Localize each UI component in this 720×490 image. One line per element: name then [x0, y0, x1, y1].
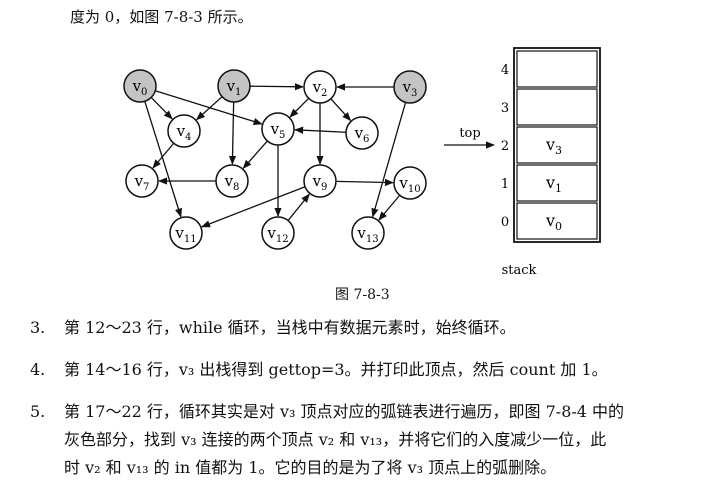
- node-circle: [217, 69, 251, 103]
- graph-nodes: v0 v1 v2 v3 v4 v5 v6 v7 v8 v9 v10 v11 v12 v13: [123, 69, 427, 250]
- item-number: 5.: [30, 402, 46, 421]
- node-circle: [393, 70, 427, 104]
- node-v2: v2: [303, 70, 337, 104]
- stack-index: 0: [501, 215, 509, 230]
- node-v12: v12: [261, 216, 295, 250]
- stack-cell-3: 3: [501, 88, 598, 126]
- edge-v1-v2: [249, 83, 304, 91]
- item-text: 第 17～22 行，循环其实是对 v₃ 顶点对应的弧链表进行遍历，即图 7-8-…: [64, 402, 625, 421]
- node-v9: v9: [303, 164, 337, 198]
- stack-frame: [513, 47, 601, 243]
- node-v5: v5: [261, 112, 295, 146]
- item-text-continued: 灰色部分，找到 v₃ 连接的两个顶点 v₂ 和 v₁₃，并将它们的入度减少一位，…: [64, 430, 607, 449]
- edge-v1-v4: [195, 96, 223, 121]
- list-item-4: 4. 第 14～16 行，v₃ 出栈得到 gettop=3。并打印此顶点，然后 c…: [30, 356, 608, 384]
- node-v4: v4: [167, 114, 201, 148]
- node-circle: [169, 216, 203, 250]
- node-v10: v10: [393, 166, 427, 200]
- item-number: 3.: [30, 318, 46, 337]
- edge-v9-v11: [201, 186, 306, 228]
- node-circle: [261, 112, 295, 146]
- stack-cell-4: 4: [501, 50, 598, 88]
- stack-label: stack: [502, 263, 537, 278]
- edge-v0-v5: [155, 90, 263, 125]
- edge-v3-v13: [371, 102, 407, 218]
- node-v8: v8: [215, 164, 249, 198]
- edge-v4-v7: [152, 142, 175, 169]
- node-circle: [123, 69, 157, 103]
- item-text-continued: 时 v₂ 和 v₁₃ 的 in 值都为 1。它的目的是为了将 v₃ 顶点上的弧删…: [64, 458, 557, 477]
- node-v3: v3: [393, 70, 427, 104]
- node-v13: v13: [351, 216, 385, 250]
- item-number: 4.: [30, 360, 46, 379]
- graph-edges: [144, 83, 407, 228]
- edge-v5-v8: [242, 140, 268, 169]
- node-v7: v7: [125, 164, 159, 198]
- node-circle: [351, 216, 385, 250]
- node-circle: [303, 164, 337, 198]
- node-v0: v0: [123, 69, 157, 103]
- edge-v2-v5: [289, 97, 310, 118]
- stack-index: 1: [501, 177, 509, 192]
- list-item-5: 5. 第 17～22 行，循环其实是对 v₃ 顶点对应的弧链表进行遍历，即图 7-…: [30, 398, 624, 482]
- edge-v1-v8: [228, 101, 237, 165]
- edge-v12-v9: [287, 193, 310, 221]
- stack-index: 2: [501, 139, 509, 154]
- node-v1: v1: [217, 69, 251, 103]
- edge-v0-v11: [144, 101, 182, 218]
- edge-v10-v13: [378, 194, 401, 221]
- node-circle: [261, 216, 295, 250]
- edge-v6-v5: [294, 126, 347, 134]
- node-v6: v6: [345, 116, 379, 150]
- node-v11: v11: [169, 216, 203, 250]
- intro-line: 度为 0，如图 7-8-3 所示。: [70, 8, 253, 26]
- figure-caption: 图 7-8-3: [335, 287, 390, 303]
- edge-v2-v6: [330, 98, 352, 122]
- item-text: 第 12～23 行，while 循环，当栈中有数据元素时，始终循环。: [64, 318, 516, 337]
- node-circle: [215, 164, 249, 198]
- node-circle: [303, 70, 337, 104]
- node-circle: [393, 166, 427, 200]
- item-text: 第 14～16 行，v₃ 出栈得到 gettop=3。并打印此顶点，然后 cou…: [64, 360, 608, 379]
- stack-index: 4: [501, 63, 509, 78]
- node-circle: [345, 116, 379, 150]
- edge-v0-v4: [150, 96, 173, 120]
- edge-v9-v10: [335, 178, 394, 187]
- top-label: top: [459, 126, 480, 141]
- list-item-3: 3. 第 12～23 行，while 循环，当栈中有数据元素时，始终循环。: [30, 314, 516, 342]
- node-circle: [167, 114, 201, 148]
- node-circle: [125, 164, 159, 198]
- stack-index: 3: [501, 101, 509, 116]
